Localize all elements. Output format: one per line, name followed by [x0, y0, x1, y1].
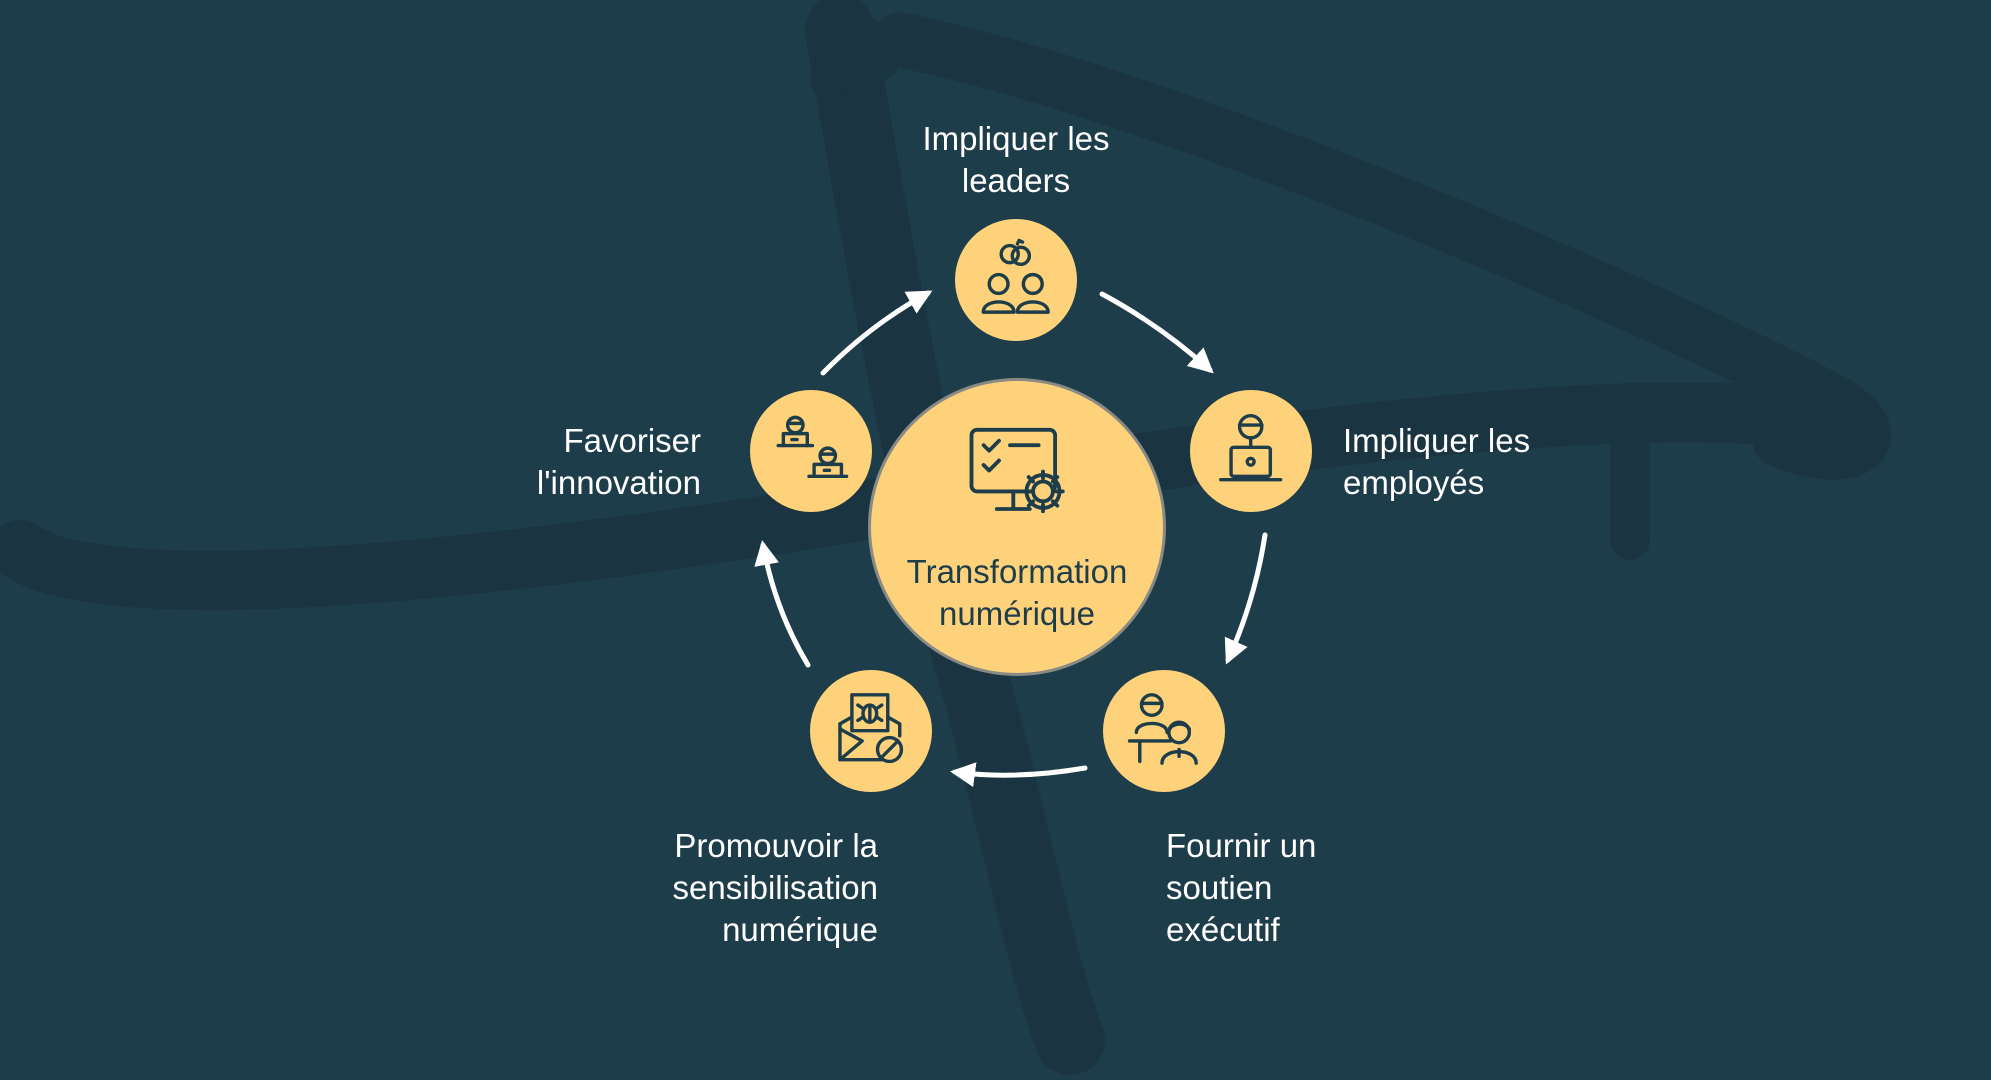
- email-bug-block-icon: [838, 693, 904, 764]
- node-sensibilisation: [810, 670, 932, 792]
- node-soutien: [1103, 670, 1225, 792]
- node-innovation: [750, 390, 872, 512]
- label-sensibilisation: Promouvoir la sensibilisation numérique: [672, 827, 878, 948]
- arrow-soutien-to-sensibilisation: [950, 762, 1088, 788]
- center-node: Transformation numérique: [871, 381, 1163, 673]
- arrow-innovation-to-leaders: [820, 290, 933, 376]
- node-leaders: [955, 219, 1077, 341]
- people-laptops-icon: [776, 415, 849, 479]
- leaders-team-icon: [981, 239, 1051, 315]
- label-soutien: Fournir un soutien exécutif: [1166, 827, 1317, 948]
- label-leaders: Impliquer les leaders: [922, 120, 1110, 199]
- center-label: Transformation numérique: [906, 553, 1128, 632]
- label-innovation: Favoriser l'innovation: [536, 422, 701, 501]
- monitor-checklist-gear-icon: [969, 427, 1065, 514]
- arrow-employes-to-soutien: [1224, 532, 1268, 665]
- arrow-leaders-to-employes: [1099, 291, 1214, 374]
- label-employes: Impliquer les employés: [1343, 422, 1531, 501]
- arrow-sensibilisation-to-innovation: [754, 540, 811, 668]
- executive-support-icon: [1128, 693, 1199, 766]
- employee-laptop-icon: [1219, 414, 1283, 482]
- node-employes: [1190, 390, 1312, 512]
